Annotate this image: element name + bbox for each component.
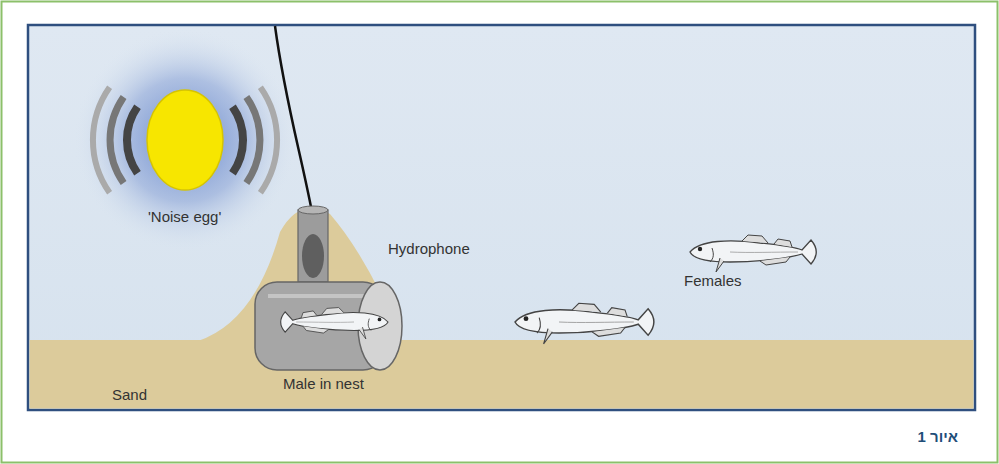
noise-egg — [147, 90, 223, 190]
figure-caption: איור 1 — [918, 428, 958, 445]
tank-panel — [28, 25, 975, 410]
hydrophone — [298, 206, 328, 282]
nest-tube — [255, 282, 402, 370]
female-fish — [690, 235, 816, 272]
part-label: 'Noise egg' — [148, 208, 221, 226]
part-label: Sand — [112, 386, 147, 404]
hydrophone-cable — [275, 26, 312, 212]
part-label: Females — [684, 272, 742, 290]
noise-glow — [73, 28, 297, 252]
sound-waves — [93, 87, 277, 193]
sand-mound — [198, 208, 402, 341]
female-fish — [515, 303, 654, 344]
part-label: Hydrophone — [388, 240, 470, 258]
part-label: Male in nest — [283, 375, 364, 393]
sand-floor — [30, 340, 974, 409]
